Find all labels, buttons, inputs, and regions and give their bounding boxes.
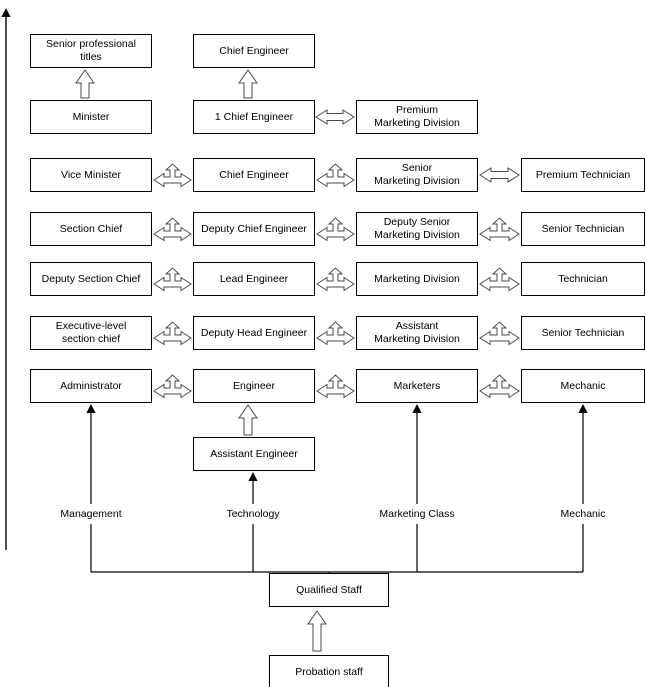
tee-arrow-deputy-head-engineer-to-assistant-marketing <box>316 321 355 346</box>
column-label-management: Management <box>60 508 122 520</box>
tee-arrow-marketing-division-to-technician <box>479 267 520 292</box>
node-marketing-division[interactable]: Marketing Division <box>356 262 478 296</box>
column-label-technology: Technology <box>226 508 280 520</box>
up-arrow-probation-to-qualified-staff <box>307 610 327 652</box>
node-chief-engineer-top[interactable]: Chief Engineer <box>193 34 315 68</box>
up-arrow-first-chief-to-chief-engineer <box>238 69 258 99</box>
node-premium-technician[interactable]: Premium Technician <box>521 158 645 192</box>
node-minister[interactable]: Minister <box>30 100 152 134</box>
node-mechanic[interactable]: Mechanic <box>521 369 645 403</box>
tee-arrow-lead-engineer-to-marketing-division <box>316 267 355 292</box>
node-qualified-staff[interactable]: Qualified Staff <box>269 573 389 607</box>
feeder-marketing-feeder-head <box>412 404 422 413</box>
node-probation-staff[interactable]: Probation staff <box>269 655 389 687</box>
lateral-arrow-senior-marketing-to-premium-technician <box>479 167 520 183</box>
tee-arrow-administrator-to-engineer <box>153 374 192 399</box>
tee-arrow-chief-engineer-to-senior-marketing <box>316 163 355 188</box>
node-senior-technician-row6[interactable]: Senior Technician <box>521 316 645 350</box>
node-first-chief-engineer[interactable]: 1 Chief Engineer <box>193 100 315 134</box>
node-technician[interactable]: Technician <box>521 262 645 296</box>
node-senior-technician-row4[interactable]: Senior Technician <box>521 212 645 246</box>
node-senior-marketing-division[interactable]: Senior Marketing Division <box>356 158 478 192</box>
node-deputy-head-engineer[interactable]: Deputy Head Engineer <box>193 316 315 350</box>
node-administrator[interactable]: Administrator <box>30 369 152 403</box>
node-assistant-engineer[interactable]: Assistant Engineer <box>193 437 315 471</box>
feeder-management-feeder-head <box>86 404 96 413</box>
tee-arrow-deputy-chief-engineer-to-deputy-senior-marketing <box>316 217 355 242</box>
node-deputy-senior-marketing-division[interactable]: Deputy Senior Marketing Division <box>356 212 478 246</box>
tee-arrow-assistant-marketing-to-senior-technician <box>479 321 520 346</box>
node-engineer[interactable]: Engineer <box>193 369 315 403</box>
node-vice-minister[interactable]: Vice Minister <box>30 158 152 192</box>
node-marketers[interactable]: Marketers <box>356 369 478 403</box>
lateral-arrow-first-chief-engineer-to-premium-marketing <box>315 109 355 125</box>
column-label-mechanic: Mechanic <box>560 508 606 520</box>
node-deputy-section-chief[interactable]: Deputy Section Chief <box>30 262 152 296</box>
node-section-chief[interactable]: Section Chief <box>30 212 152 246</box>
column-label-marketing: Marketing Class <box>379 508 455 520</box>
tee-arrow-section-chief-to-deputy-chief-engineer <box>153 217 192 242</box>
feeder-technology-feeder-head <box>248 472 258 481</box>
up-arrow-assistant-engineer-to-engineer <box>238 404 258 436</box>
node-premium-marketing-division[interactable]: Premium Marketing Division <box>356 100 478 134</box>
node-chief-engineer[interactable]: Chief Engineer <box>193 158 315 192</box>
node-senior-professional-titles[interactable]: Senior professional titles <box>30 34 152 68</box>
tee-arrow-engineer-to-marketers <box>316 374 355 399</box>
up-arrow-minister-to-senior-professional-titles <box>75 69 95 99</box>
tee-arrow-deputy-section-chief-to-lead-engineer <box>153 267 192 292</box>
tee-arrow-deputy-senior-marketing-to-senior-technician <box>479 217 520 242</box>
tee-arrow-vice-minister-to-chief-engineer <box>153 163 192 188</box>
feeder-mechanic-feeder-head <box>578 404 588 413</box>
node-lead-engineer[interactable]: Lead Engineer <box>193 262 315 296</box>
tee-arrow-marketers-to-mechanic <box>479 374 520 399</box>
node-executive-level-section-chief[interactable]: Executive-level section chief <box>30 316 152 350</box>
node-deputy-chief-engineer[interactable]: Deputy Chief Engineer <box>193 212 315 246</box>
node-assistant-marketing-division[interactable]: Assistant Marketing Division <box>356 316 478 350</box>
seniority-axis-arrow-head <box>1 8 11 17</box>
tee-arrow-executive-chief-to-deputy-head-engineer <box>153 321 192 346</box>
